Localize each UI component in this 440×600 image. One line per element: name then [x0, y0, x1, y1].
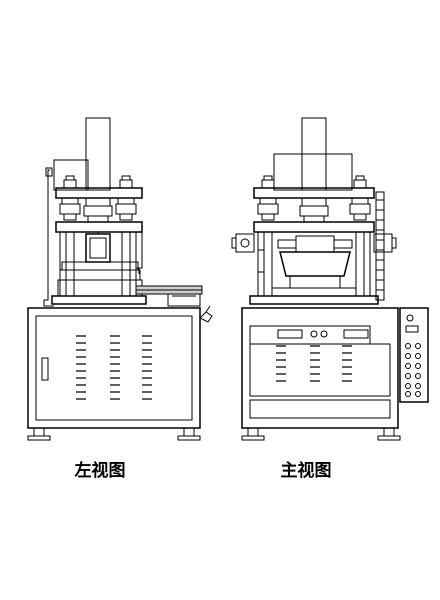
- control-box-buttons: [405, 314, 421, 397]
- left-cylinder: [85, 117, 111, 191]
- front-display-left: [277, 329, 303, 339]
- front-control-box: [399, 307, 429, 403]
- front-view-caption: 主视图: [280, 461, 332, 481]
- front-mold: [279, 251, 351, 277]
- front-display-right: [343, 329, 369, 339]
- left-feet: [27, 427, 201, 441]
- left-door-handle: [41, 357, 49, 381]
- front-back-plate: [273, 153, 353, 191]
- left-view-caption: 左视图: [74, 461, 126, 481]
- left-vent-grille: [76, 335, 152, 400]
- front-control-strip: [249, 325, 371, 345]
- left-cabinet-door: [35, 315, 193, 421]
- front-side-cylinder-right: [373, 233, 393, 253]
- left-table: [51, 295, 147, 305]
- left-moving-plate: [55, 221, 143, 233]
- left-rear-bracket: [43, 169, 54, 307]
- front-light-curtain: [375, 191, 385, 301]
- front-bottom-drawer: [249, 399, 391, 419]
- front-table: [249, 295, 379, 305]
- front-side-cylinder-left: [235, 233, 255, 253]
- front-vent-grille: [276, 345, 352, 382]
- left-back-plate: [53, 159, 89, 191]
- front-feet: [241, 427, 401, 441]
- front-cabinet: [241, 307, 399, 429]
- front-cabinet-door: [249, 343, 391, 397]
- left-cabinet: [27, 307, 201, 429]
- front-view: [231, 117, 429, 441]
- front-moving-plate: [253, 221, 375, 233]
- left-view: [27, 117, 213, 441]
